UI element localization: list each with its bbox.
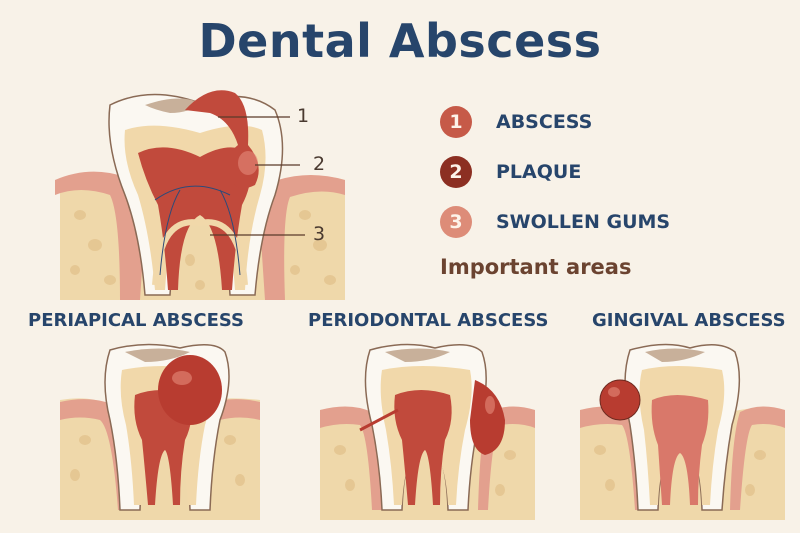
- legend-badge-2: 2: [440, 156, 472, 188]
- legend-label: SWOLLEN GUMS: [496, 211, 671, 233]
- legend: 1 ABSCESS 2 PLAQUE 3 SWOLLEN GUMS Import…: [440, 97, 670, 279]
- legend-item-plaque: 2 PLAQUE: [440, 147, 670, 197]
- legend-badge-1: 1: [440, 106, 472, 138]
- page-title: Dental Abscess: [198, 14, 602, 68]
- callout-2: 2: [313, 153, 326, 175]
- main-tooth-diagram: 1 2 3: [50, 85, 350, 300]
- gingival-tooth-illustration: [570, 340, 800, 533]
- legend-badge-3: 3: [440, 206, 472, 238]
- legend-item-swollen-gums: 3 SWOLLEN GUMS: [440, 197, 670, 247]
- legend-item-abscess: 1 ABSCESS: [440, 97, 670, 147]
- periodontal-tooth-illustration: [310, 340, 550, 533]
- type-title-periodontal: PERIODONTAL ABSCESS: [308, 310, 549, 331]
- periapical-tooth-illustration: [30, 340, 270, 533]
- callout-1: 1: [297, 105, 310, 127]
- legend-label: PLAQUE: [496, 161, 582, 183]
- type-title-periapical: PERIAPICAL ABSCESS: [28, 310, 244, 331]
- legend-note: Important areas: [440, 255, 632, 279]
- legend-label: ABSCESS: [496, 111, 593, 133]
- type-title-gingival: GINGIVAL ABSCESS: [592, 310, 786, 331]
- callout-3: 3: [313, 223, 326, 245]
